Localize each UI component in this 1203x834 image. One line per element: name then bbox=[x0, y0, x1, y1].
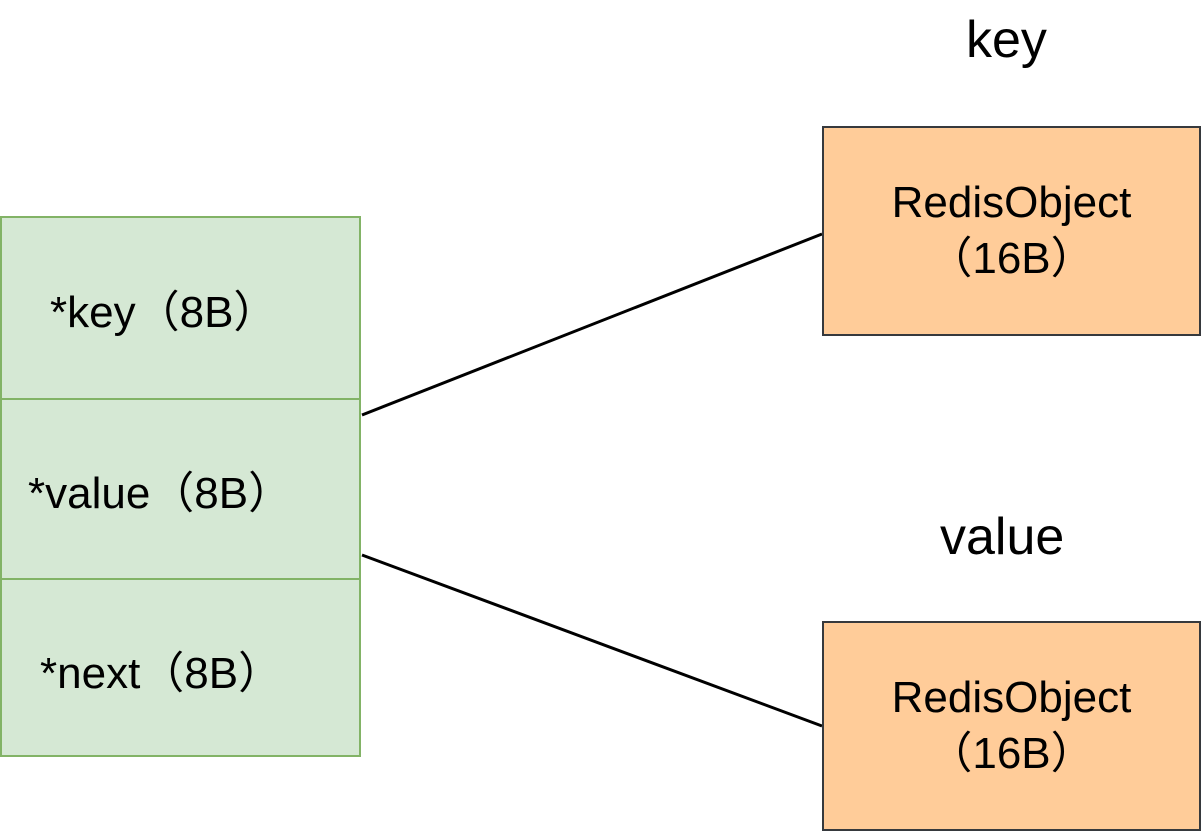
value-redis-object: RedisObject （16B） bbox=[822, 621, 1201, 831]
value-caption: value bbox=[940, 508, 1065, 566]
key-pointer-label: *key（8B） bbox=[50, 288, 278, 337]
key-pointer-line bbox=[361, 232, 823, 417]
value-object-size: （16B） bbox=[928, 729, 1095, 778]
key-object-size: （16B） bbox=[928, 234, 1095, 283]
value-pointer-label: *value（8B） bbox=[28, 469, 293, 518]
dict-entry-struct: *key（8B） *value（8B） *next（8B） bbox=[0, 216, 361, 757]
value-pointer-field: *value（8B） bbox=[2, 398, 359, 578]
key-pointer-field: *key（8B） bbox=[2, 218, 359, 398]
key-object-type: RedisObject bbox=[891, 178, 1132, 227]
key-caption: key bbox=[966, 11, 1047, 69]
key-redis-object: RedisObject （16B） bbox=[822, 126, 1201, 336]
next-pointer-label: *next（8B） bbox=[40, 648, 283, 698]
next-pointer-field: *next（8B） bbox=[2, 578, 359, 757]
value-pointer-line bbox=[361, 553, 823, 728]
value-object-type: RedisObject bbox=[891, 673, 1132, 722]
